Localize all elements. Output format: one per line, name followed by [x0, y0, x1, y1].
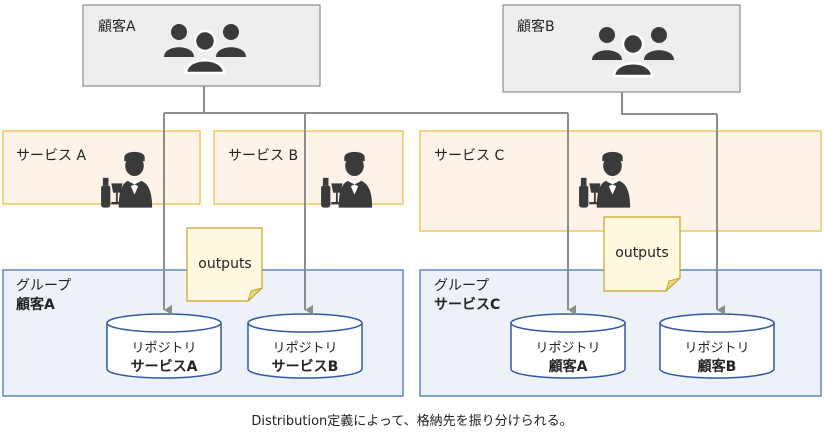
- customer-box-a: 顧客A: [82, 4, 321, 87]
- repo-label-line2: 顧客A: [549, 358, 588, 375]
- outputs-note-label: outputs: [615, 245, 668, 261]
- outputs-note: outputs: [186, 227, 263, 303]
- diagram-caption: Distribution定義によって、格納先を振り分けられる。: [251, 413, 572, 429]
- repository-cylinder: リポジトリ 顧客B: [659, 313, 775, 379]
- group-1-title-line2: 顧客A: [16, 296, 55, 313]
- repo-label-line1: リポジトリ: [684, 341, 749, 356]
- group-2-title-line1: グループ: [434, 278, 489, 294]
- service-box-b: サービス B: [213, 130, 404, 208]
- outputs-note-label: outputs: [198, 256, 251, 272]
- repo-label-line1: リポジトリ: [272, 341, 337, 356]
- service-box-c: サービス C: [419, 130, 822, 232]
- outputs-note: outputs: [603, 216, 681, 293]
- repo-label-line2: サービスB: [272, 359, 339, 375]
- connector-customer-b: [621, 92, 717, 115]
- service-c-label: サービス C: [434, 148, 504, 164]
- repository-cylinder: リポジトリ サービスA: [106, 313, 222, 379]
- repo-label-line1: リポジトリ: [535, 341, 600, 356]
- repo-label-line2: サービスA: [131, 359, 198, 375]
- customer-b-label: 顧客B: [517, 18, 555, 35]
- customer-a-label: 顧客A: [98, 18, 136, 35]
- customer-box-b: 顧客B: [502, 4, 741, 93]
- repository-cylinder: リポジトリ 顧客A: [510, 313, 626, 379]
- connector-lines: [163, 86, 725, 315]
- repo-label-line2: 顧客B: [698, 358, 737, 375]
- repository-cylinder: リポジトリ サービスB: [247, 313, 363, 379]
- group-2-title-line2: サービスC: [434, 297, 500, 313]
- service-a-label: サービス A: [16, 148, 86, 164]
- group-1-title-line1: グループ: [16, 278, 71, 294]
- service-box-a: サービス A: [2, 130, 201, 208]
- repo-label-line1: リポジトリ: [131, 341, 196, 356]
- service-b-label: サービス B: [228, 148, 298, 164]
